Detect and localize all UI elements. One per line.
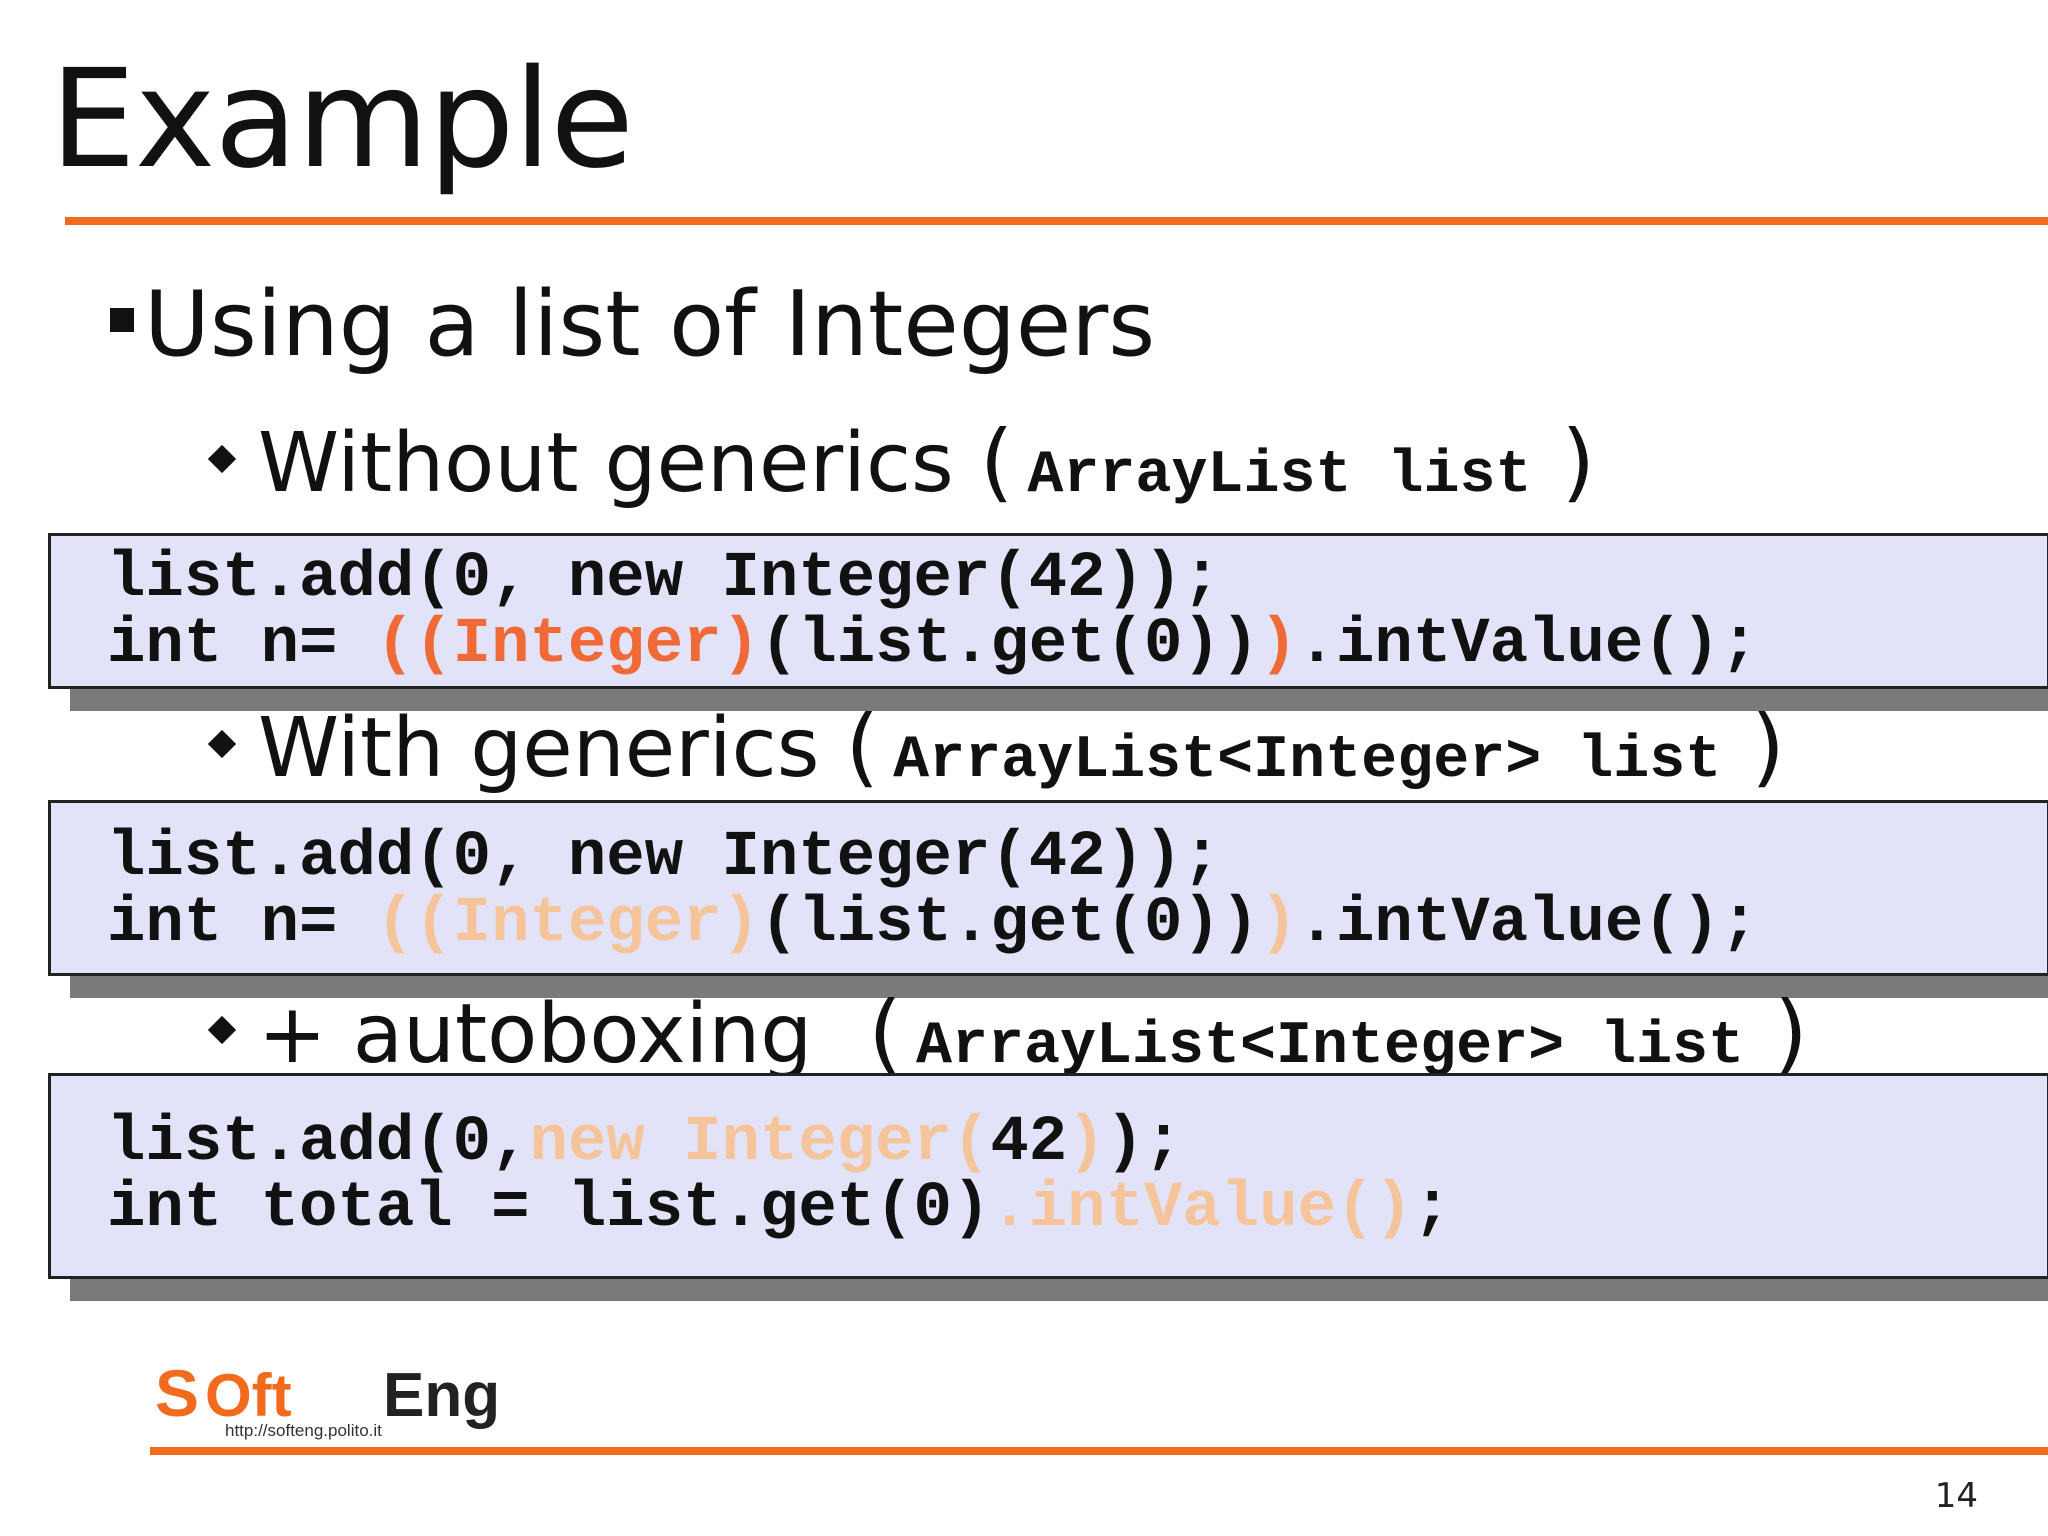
declaration-code: ArrayList<Integer> list xyxy=(915,1013,1745,1081)
open-paren: ( xyxy=(845,697,880,797)
softeng-logo: S Oft Eng http://softeng.polito.it xyxy=(155,1360,500,1440)
logo-letter-s: S xyxy=(155,1360,199,1430)
code-segment: ; xyxy=(1412,1173,1452,1245)
boxing-faded: new Integer( xyxy=(529,1107,991,1179)
open-paren: ( xyxy=(868,983,902,1083)
code-segment: 42 xyxy=(990,1107,1068,1179)
code-segment: int n= xyxy=(107,888,376,960)
unboxing-faded: .intValue() xyxy=(990,1173,1413,1245)
declaration-code: ArrayList<Integer> list xyxy=(893,727,1722,795)
open-paren: ( xyxy=(979,412,1014,512)
sub-bullet-label: Without generics xyxy=(258,416,954,511)
close-paren: ) xyxy=(1774,983,1808,1083)
code-line-2: int n= ((Integer)(list.get(0))).intValue… xyxy=(107,891,1758,957)
cast-faded: ((Integer) xyxy=(375,888,760,960)
main-bullet: Using a list of Integers xyxy=(110,270,1155,380)
code-segment: .intValue(); xyxy=(1297,888,1759,960)
diamond-bullet-icon xyxy=(207,729,237,759)
diamond-bullet-icon xyxy=(207,444,237,474)
cast-highlight-close: ) xyxy=(1259,609,1298,681)
boxing-faded-close: ) xyxy=(1067,1107,1106,1179)
code-box-autoboxing: list.add(0,new Integer(42));int total = … xyxy=(48,1073,2048,1279)
slide-title: Example xyxy=(50,41,634,199)
declaration-code: ArrayList list xyxy=(1027,442,1532,510)
code-segment: ); xyxy=(1105,1107,1183,1179)
sub-bullet-with-generics: With generics (ArrayList<Integer> list) xyxy=(207,697,1785,811)
close-paren: ) xyxy=(1561,412,1596,512)
footer-divider xyxy=(150,1447,2048,1455)
logo-url: http://softeng.polito.it xyxy=(225,1421,382,1440)
code-box-with-generics: list.add(0, new Integer(42));int n= ((In… xyxy=(48,800,2048,976)
code-line-2: int n= ((Integer)(list.get(0))).intValue… xyxy=(107,612,1758,678)
code-block: list.add(0, new Integer(42));int n= ((In… xyxy=(107,825,1758,957)
code-segment: (list.get(0)) xyxy=(759,888,1260,960)
close-paren: ) xyxy=(1751,697,1785,797)
code-segment: (list.get(0)) xyxy=(759,609,1260,681)
code-segment: int total = list.get(0) xyxy=(107,1173,991,1245)
cast-faded-close: ) xyxy=(1259,888,1298,960)
code-segment: int n= xyxy=(107,609,376,681)
code-segment: list.add(0, xyxy=(107,1107,530,1179)
logo-letters-oft: Oft xyxy=(205,1362,292,1429)
sub-bullet-label: With generics xyxy=(258,701,820,796)
code-line-1: list.add(0, new Integer(42)); xyxy=(107,543,1221,615)
cast-highlight: ((Integer) xyxy=(375,609,760,681)
sub-bullet-label: + autoboxing xyxy=(258,987,813,1082)
code-block: list.add(0,new Integer(42));int total = … xyxy=(107,1110,1451,1242)
main-bullet-text: Using a list of Integers xyxy=(144,272,1156,377)
code-line-1: list.add(0, new Integer(42)); xyxy=(107,822,1221,894)
diamond-bullet-icon xyxy=(207,1015,237,1045)
sub-bullet-autoboxing: + autoboxing (ArrayList<Integer> list) xyxy=(207,983,1808,1097)
code-line-2: int total = list.get(0).intValue(); xyxy=(107,1176,1451,1242)
code-box-without-generics: list.add(0, new Integer(42));int n= ((In… xyxy=(48,533,2048,689)
code-block: list.add(0, new Integer(42));int n= ((In… xyxy=(107,546,1758,678)
title-divider xyxy=(65,217,2048,225)
page-number: 14 xyxy=(1934,1476,1978,1516)
logo-letters-eng: Eng xyxy=(383,1361,500,1430)
code-line-1: list.add(0,new Integer(42)); xyxy=(107,1110,1451,1176)
sub-bullet-without-generics: Without generics (ArrayList list) xyxy=(207,412,1596,526)
code-segment: .intValue(); xyxy=(1297,609,1759,681)
square-bullet-icon xyxy=(110,308,134,333)
